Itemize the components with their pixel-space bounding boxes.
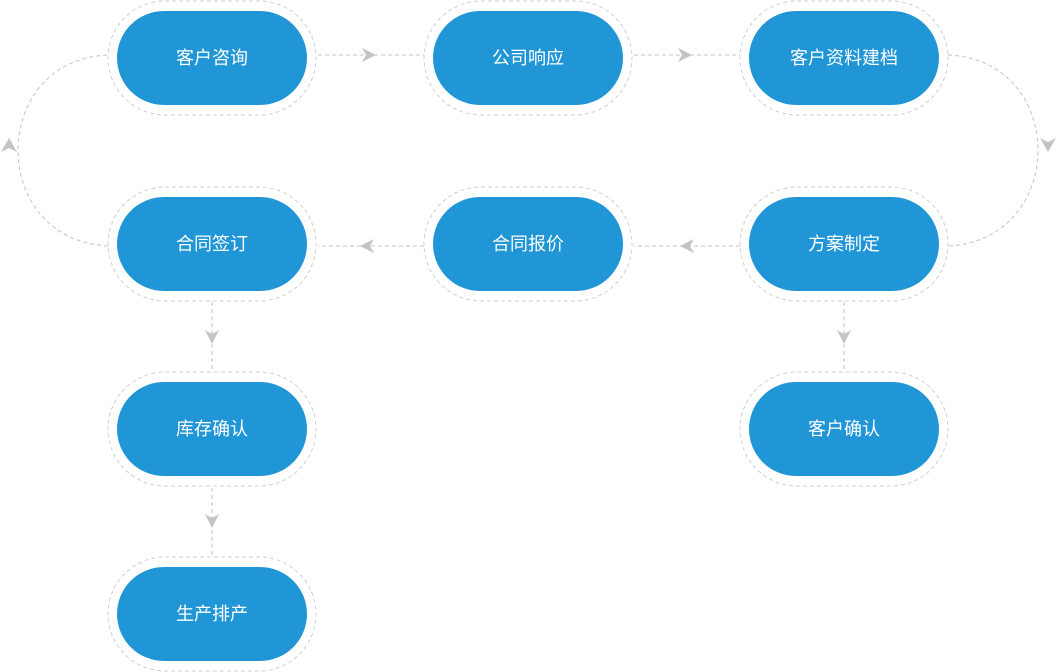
node-outline [107,0,317,116]
node-label: 客户咨询 [176,48,248,69]
node-pill [749,382,939,476]
arrow-up-icon [1,138,17,152]
arrow-right-icon [362,48,376,62]
edge-signing-to-consultation [17,54,109,247]
arrow-down-icon [205,330,219,344]
node-pill [117,567,307,661]
node-customer-confirmation: 客户确认 [739,371,949,487]
node-outline [739,371,949,487]
node-customer-consultation: 客户咨询 [107,0,317,116]
node-outline [107,371,317,487]
node-inventory-confirmation: 库存确认 [107,371,317,487]
node-label: 客户资料建档 [790,48,898,69]
node-pill [749,11,939,105]
node-pill [749,197,939,291]
node-label: 库存确认 [176,419,248,440]
arrow-down-icon [1040,138,1056,152]
node-label: 方案制定 [808,234,880,255]
node-label: 合同签订 [176,234,248,255]
node-outline [739,0,949,116]
node-production-scheduling: 生产排产 [107,556,317,672]
node-label: 公司响应 [492,48,564,69]
node-contract-quotation: 合同报价 [423,186,633,302]
node-pill [433,11,623,105]
node-company-response: 公司响应 [423,0,633,116]
node-pill [433,197,623,291]
connectors [1,48,1056,556]
node-label: 合同报价 [492,234,564,255]
node-contract-signing: 合同签订 [107,186,317,302]
node-outline [423,186,633,302]
edge-profile-to-plan [947,54,1039,247]
node-outline [107,186,317,302]
arrow-down-icon [205,514,219,528]
arrow-left-icon [360,239,374,253]
node-outline [423,0,633,116]
arrow-left-icon [680,239,694,253]
node-pill [117,11,307,105]
node-plan-formulation: 方案制定 [739,186,949,302]
node-pill [117,382,307,476]
node-label: 客户确认 [808,419,880,440]
node-pill [117,197,307,291]
node-label: 生产排产 [176,604,248,625]
arrow-right-icon [678,48,692,62]
arrow-down-icon [837,330,851,344]
node-customer-profile: 客户资料建档 [739,0,949,116]
node-outline [739,186,949,302]
node-outline [107,556,317,672]
